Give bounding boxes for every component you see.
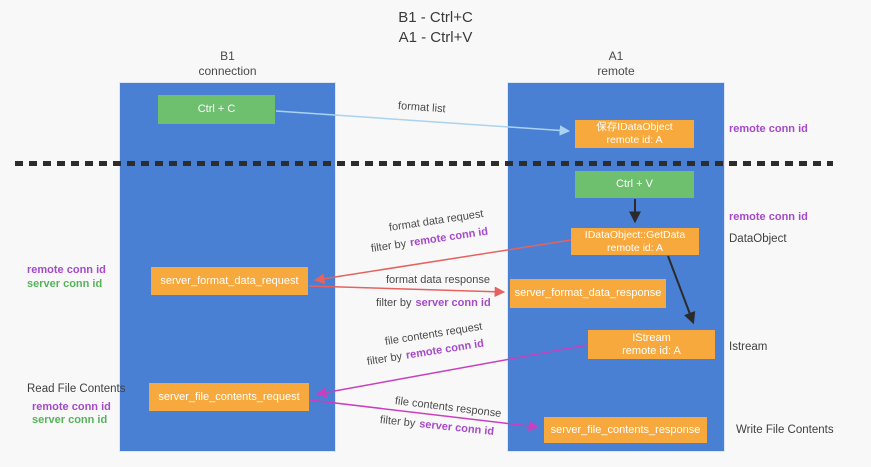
node-server-file-contents-response: server_file_contents_response — [544, 417, 707, 443]
right-istream-label: Istream — [729, 341, 768, 353]
node-server-file-contents-request: server_file_contents_request — [149, 383, 309, 411]
lifeline-header-b1: B1 connection — [119, 49, 336, 79]
node-server-format-data-response: server_format_data_response — [510, 279, 666, 308]
filter-by-text: filter by — [376, 297, 412, 309]
right-write-file-contents-label: Write File Contents — [736, 424, 834, 436]
server-conn-id-text: server conn id — [415, 297, 491, 309]
right-dataobject-label: DataObject — [729, 233, 787, 245]
left-server-conn-id-bottom: server conn id — [32, 414, 108, 426]
node-istream-line1: IStream — [632, 331, 671, 344]
title-line-1: B1 - Ctrl+C — [398, 9, 473, 26]
node-server-file-contents-request-label: server_file_contents_request — [158, 390, 300, 403]
filter-by-text: filter by — [370, 237, 407, 255]
left-read-file-contents-label: Read File Contents — [27, 383, 126, 395]
lifeline-b1-role: connection — [198, 64, 257, 78]
node-ctrl-c-label: Ctrl + C — [197, 103, 236, 115]
lifeline-header-a1: A1 remote — [507, 49, 725, 79]
node-getdata-line2: remote id: A — [606, 241, 664, 254]
right-remote-conn-id-top: remote conn id — [729, 123, 808, 135]
left-server-conn-id-mid: server conn id — [27, 278, 103, 290]
arrow-format-data-response — [308, 285, 506, 297]
title-line-2: A1 - Ctrl+V — [398, 29, 473, 46]
filter-by-text: filter by — [379, 414, 416, 430]
label-format-list: format list — [397, 100, 446, 116]
server-conn-id-text: server conn id — [418, 418, 495, 438]
filter-by-text: filter by — [366, 350, 403, 368]
node-istream: IStream remote id: A — [588, 330, 715, 359]
left-remote-conn-id-mid: remote conn id — [27, 264, 106, 276]
node-save-idataobject-line2: remote id: A — [606, 134, 663, 146]
diagram-title: B1 - Ctrl+C A1 - Ctrl+V — [0, 8, 871, 48]
node-ctrl-v-label: Ctrl + V — [616, 178, 653, 190]
node-server-format-data-response-label: server_format_data_response — [514, 287, 662, 299]
node-getdata-line1: IDataObject::GetData — [584, 228, 686, 241]
node-save-idataobject: 保存IDataObject remote id: A — [575, 120, 694, 148]
right-remote-conn-id-mid: remote conn id — [729, 211, 808, 223]
node-istream-line2: remote id: A — [622, 344, 681, 357]
lifeline-a1-role: remote — [597, 64, 635, 78]
node-server-format-data-request: server_format_data_request — [151, 267, 308, 295]
session-divider-dashed-line — [15, 161, 833, 166]
node-idataobject-getdata: IDataObject::GetData remote id: A — [571, 228, 699, 255]
lifeline-a1-name: A1 — [608, 49, 624, 63]
node-save-idataobject-line1: 保存IDataObject — [596, 121, 673, 133]
node-server-format-data-request-label: server_format_data_request — [160, 274, 299, 287]
lifeline-b1-name: B1 — [220, 49, 235, 63]
label-format-data-response: format data response — [386, 274, 490, 286]
node-ctrl-c: Ctrl + C — [158, 95, 275, 124]
node-ctrl-v: Ctrl + V — [575, 171, 694, 198]
left-remote-conn-id-bottom: remote conn id — [32, 401, 111, 413]
node-server-file-contents-response-label: server_file_contents_response — [550, 423, 701, 436]
